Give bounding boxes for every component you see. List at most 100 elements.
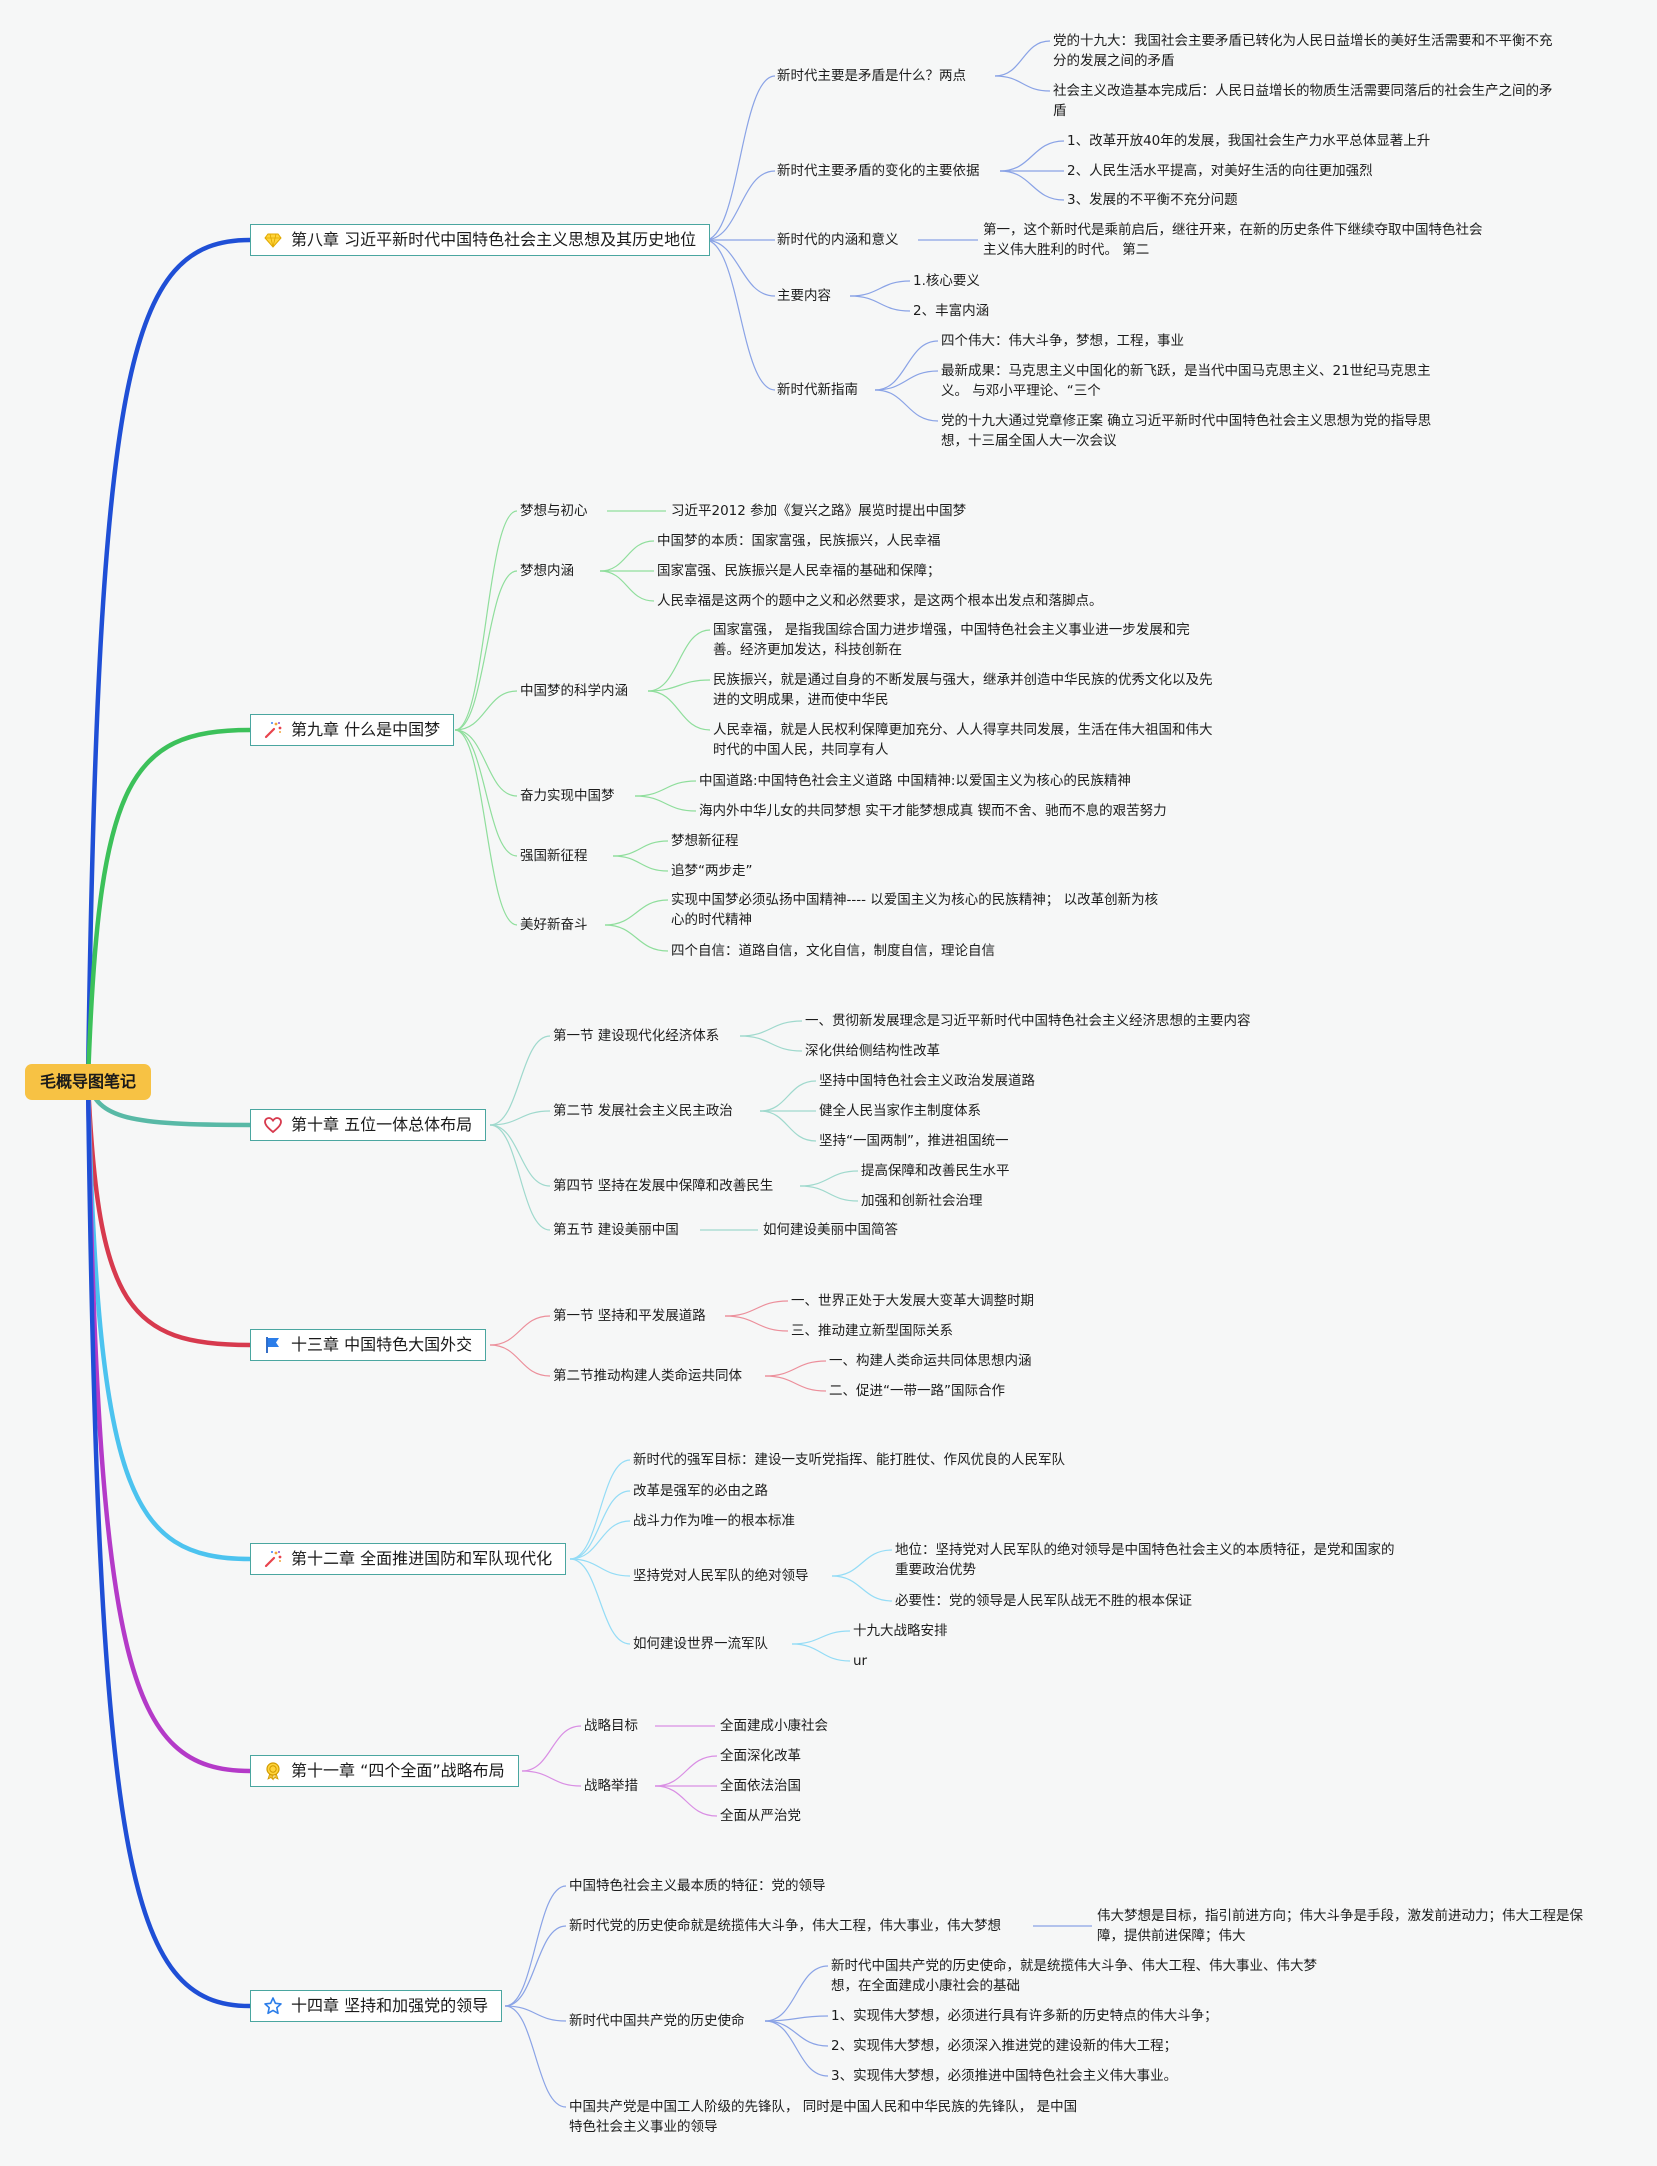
ch10-n1b[interactable]: 深化供给侧结构性改革 <box>805 1043 940 1059</box>
chapter-11-title: 第十一章 “四个全面”战略布局 <box>291 1761 505 1780</box>
connector-line <box>999 170 1065 201</box>
chapter-10-title: 第十章 五位一体总体布局 <box>291 1115 473 1134</box>
ch10-n2[interactable]: 第二节 发展社会主义民主政治 <box>553 1103 733 1119</box>
ch9-n5b[interactable]: 追梦“两步走” <box>671 863 753 879</box>
ch13-n1[interactable]: 第一节 坚持和平发展道路 <box>553 1308 706 1324</box>
ch9-n6a[interactable]: 实现中国梦必须弘扬中国精神---- 以爱国主义为核心的民族精神； 以改革创新为核… <box>671 892 1159 928</box>
ch14-n2a[interactable]: 伟大梦想是目标，指引前进方向；伟大斗争是手段，激发前进动力；伟大工程是保障，提供… <box>1097 1908 1583 1944</box>
ch9-n3c[interactable]: 人民幸福，就是人民权利保障更加充分、人人得享共同发展，生活在伟大祖国和伟大时代的… <box>713 722 1213 758</box>
ch8-n4b[interactable]: 2、丰富内涵 <box>913 303 990 319</box>
connector-line <box>704 239 776 297</box>
ch9-n4[interactable]: 奋力实现中国梦 <box>520 788 615 804</box>
ch14-n1[interactable]: 中国特色社会主义最本质的特征：党的领导 <box>569 1878 826 1894</box>
ch13-n2b[interactable]: 二、促进“一带一路”国际合作 <box>829 1383 1005 1399</box>
connector-line <box>521 1770 582 1787</box>
ch12-n4b[interactable]: 必要性：党的领导是人民军队战无不胜的根本保证 <box>895 1593 1192 1609</box>
fireworks-icon <box>264 1551 282 1568</box>
ch8-n4a[interactable]: 1.核心要义 <box>913 273 980 289</box>
ch14-n3a[interactable]: 新时代中国共产党的历史使命，就是统揽伟大斗争、伟大工程、伟大事业、伟大梦想，在全… <box>831 1958 1317 1994</box>
chapter-12-node[interactable]: 第十二章 全面推进国防和军队现代化 <box>250 1543 567 1575</box>
ch9-n3[interactable]: 中国梦的科学内涵 <box>520 683 628 699</box>
chapter-10-node[interactable]: 第十章 五位一体总体布局 <box>250 1109 487 1141</box>
ch13-n2a[interactable]: 一、构建人类命运共同体思想内涵 <box>829 1353 1032 1369</box>
ch11-n2b[interactable]: 全面依法治国 <box>720 1778 801 1794</box>
ch10-n2b[interactable]: 健全人民当家作主制度体系 <box>819 1103 981 1119</box>
ch9-n5a[interactable]: 梦想新征程 <box>671 833 739 849</box>
ch9-n6[interactable]: 美好新奋斗 <box>520 917 588 933</box>
ch11-n1[interactable]: 战略目标 <box>584 1718 638 1734</box>
ch14-n3d[interactable]: 3、实现伟大梦想，必须推进中国特色社会主义伟大事业。 <box>831 2068 1178 2084</box>
ch9-n5[interactable]: 强国新征程 <box>520 848 588 864</box>
ch12-n5a[interactable]: 十九大战略安排 <box>853 1623 948 1639</box>
ch9-n2[interactable]: 梦想内涵 <box>520 563 574 579</box>
heart-icon <box>264 1117 282 1134</box>
ch11-n1a[interactable]: 全面建成小康社会 <box>720 1718 828 1734</box>
ch13-n2[interactable]: 第二节推动构建人类命运共同体 <box>553 1368 742 1384</box>
connector-line <box>489 1344 551 1377</box>
main-branch-line <box>85 1079 253 1348</box>
ch9-n1a[interactable]: 习近平2012 参加《复兴之路》展览时提出中国梦 <box>671 503 967 519</box>
ch8-n5c[interactable]: 党的十九大通过党章修正案 确立习近平新时代中国特色社会主义思想为党的指导思想，十… <box>941 413 1432 449</box>
chapter-8-node[interactable]: 第八章 习近平新时代中国特色社会主义思想及其历史地位 <box>250 224 711 256</box>
ch9-n4b[interactable]: 海内外中华儿女的共同梦想 实干才能梦想成真 锲而不舍、驰而不息的艰苦努力 <box>699 803 1167 819</box>
ch9-n4a[interactable]: 中国道路:中国特色社会主义道路 中国精神:以爱国主义为核心的民族精神 <box>699 773 1131 789</box>
connector-line <box>994 75 1051 92</box>
ch8-n1a[interactable]: 党的十九大：我国社会主要矛盾已转化为人民日益增长的美好生活需要和不平衡不充分的发… <box>1053 33 1553 69</box>
ch10-n3[interactable]: 第四节 坚持在发展中保障和改善民生 <box>553 1178 774 1194</box>
ch14-n4[interactable]: 中国共产党是中国工人阶级的先锋队， 同时是中国人民和中华民族的先锋队， 是中国特… <box>569 2099 1078 2135</box>
ch14-n3[interactable]: 新时代中国共产党的历史使命 <box>569 2013 745 2029</box>
connector-line <box>569 1558 631 1577</box>
ch8-n1[interactable]: 新时代主要是矛盾是什么？两点 <box>777 68 966 84</box>
ch8-n2c[interactable]: 3、发展的不平衡不充分问题 <box>1067 192 1238 208</box>
ch10-n1a[interactable]: 一、贯彻新发展理念是习近平新时代中国特色社会主义经济思想的主要内容 <box>805 1013 1251 1029</box>
ch10-n1[interactable]: 第一节 建设现代化经济体系 <box>553 1028 720 1044</box>
connector-line <box>759 1110 817 1142</box>
ch9-n2a[interactable]: 中国梦的本质：国家富强，民族振兴，人民幸福 <box>657 533 941 549</box>
ch12-n3[interactable]: 战斗力作为唯一的根本标准 <box>633 1513 795 1529</box>
ch10-n2a[interactable]: 坚持中国特色社会主义政治发展道路 <box>819 1073 1035 1089</box>
ch13-n1b[interactable]: 三、推动建立新型国际关系 <box>791 1323 953 1339</box>
ch9-n3b[interactable]: 民族振兴，就是通过自身的不断发展与强大，继承并创造中华民族的优秀文化以及先进的文… <box>713 672 1213 708</box>
ch11-n2a[interactable]: 全面深化改革 <box>720 1748 801 1764</box>
ch13-n1a[interactable]: 一、世界正处于大发展大变革大调整时期 <box>791 1293 1034 1309</box>
ch10-n2c[interactable]: 坚持“一国两制”，推进祖国统一 <box>819 1133 1009 1149</box>
ch10-n4a[interactable]: 如何建设美丽中国简答 <box>763 1222 898 1238</box>
ch8-n2b[interactable]: 2、人民生活水平提高，对美好生活的向往更加强烈 <box>1067 163 1373 179</box>
ch11-n2[interactable]: 战略举措 <box>584 1778 638 1794</box>
ch14-n3c[interactable]: 2、实现伟大梦想，必须深入推进党的建设新的伟大工程； <box>831 2038 1178 2054</box>
chapter-14-node[interactable]: 十四章 坚持和加强党的领导 <box>250 1990 503 2022</box>
ch11-n2c[interactable]: 全面从严治党 <box>720 1808 801 1824</box>
ch8-n1b[interactable]: 社会主义改造基本完成后：人民日益增长的物质生活需要同落后的社会生产之间的矛盾 <box>1053 83 1553 119</box>
ch12-n4a[interactable]: 地位：坚持党对人民军队的绝对领导是中国特色社会主义的本质特征，是党和国家的重要政… <box>895 1542 1395 1578</box>
ch9-n1[interactable]: 梦想与初心 <box>520 503 588 519</box>
ch12-n5b[interactable]: ur <box>853 1653 868 1669</box>
ch8-n2[interactable]: 新时代主要矛盾的变化的主要依据 <box>777 163 980 179</box>
ch10-n4[interactable]: 第五节 建设美丽中国 <box>553 1222 679 1238</box>
connector-line <box>739 1035 803 1052</box>
ch8-n5[interactable]: 新时代新指南 <box>777 382 858 398</box>
root-node[interactable]: 毛概导图笔记 <box>25 1064 151 1100</box>
ch8-n3[interactable]: 新时代的内涵和意义 <box>777 232 899 248</box>
ch9-n2b[interactable]: 国家富强、民族振兴是人民幸福的基础和保障； <box>657 563 941 579</box>
ch12-n2[interactable]: 改革是强军的必由之路 <box>633 1483 768 1499</box>
ch8-n3a[interactable]: 第一，这个新时代是乘前启后，继往开来，在新的历史条件下继续夺取中国特色社会主义伟… <box>983 222 1483 258</box>
ch9-n2c[interactable]: 人民幸福是这两个的题中之义和必然要求，是这两个根本出发点和落脚点。 <box>657 593 1103 609</box>
ch9-n3a[interactable]: 国家富强， 是指我国综合国力进步增强，中国特色社会主义事业进一步发展和完善。经济… <box>713 622 1190 658</box>
ch14-n2[interactable]: 新时代党的历史使命就是统揽伟大斗争，伟大工程，伟大事业，伟大梦想 <box>569 1918 1001 1934</box>
connector-line <box>604 924 669 952</box>
ch12-n4[interactable]: 坚持党对人民军队的绝对领导 <box>633 1568 809 1584</box>
ch9-n6b[interactable]: 四个自信：道路自信，文化自信，制度自信，理论自信 <box>671 943 995 959</box>
ch8-n5b[interactable]: 最新成果：马克思主义中国化的新飞跃，是当代中国马克思主义、21世纪马克思主义。 … <box>941 363 1431 399</box>
chapter-9-node[interactable]: 第九章 什么是中国梦 <box>250 714 455 746</box>
ch8-n2a[interactable]: 1、改革开放40年的发展，我国社会生产力水平总体显著上升 <box>1067 133 1431 149</box>
ch12-n5[interactable]: 如何建设世界一流军队 <box>633 1636 768 1652</box>
ch10-n3b[interactable]: 加强和创新社会治理 <box>861 1193 983 1209</box>
ch8-n5a[interactable]: 四个伟大：伟大斗争，梦想，工程，事业 <box>941 333 1184 349</box>
chapter-13-node[interactable]: 十三章 中国特色大国外交 <box>250 1329 487 1361</box>
chapter-11-node[interactable]: 第十一章 “四个全面”战略布局 <box>250 1755 519 1787</box>
ch14-n3b[interactable]: 1、实现伟大梦想，必须进行具有许多新的历史特点的伟大斗争； <box>831 2008 1218 2024</box>
ch10-n3a[interactable]: 提高保障和改善民生水平 <box>861 1163 1010 1179</box>
ch12-n1[interactable]: 新时代的强军目标：建设一支听党指挥、能打胜仗、作风优良的人民军队 <box>633 1452 1065 1468</box>
ch8-n4[interactable]: 主要内容 <box>777 288 831 304</box>
chapter-12-title: 第十二章 全面推进国防和军队现代化 <box>291 1549 553 1568</box>
